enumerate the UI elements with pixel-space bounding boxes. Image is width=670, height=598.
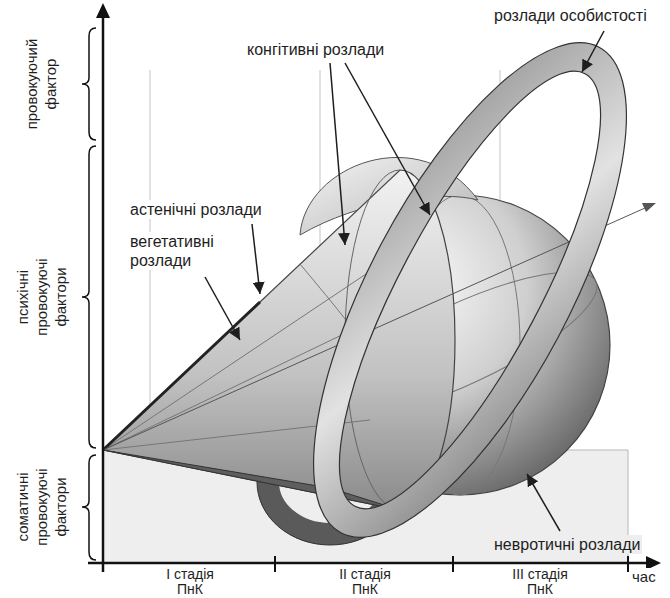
cone-underside — [103, 450, 400, 510]
x-axis — [88, 562, 648, 565]
stage-label: III стадія ПнК — [500, 567, 580, 596]
depth-axis-head — [642, 203, 656, 212]
cone-dark-edge — [103, 302, 260, 450]
callout-label: астенічні розлади — [128, 200, 264, 219]
leader-arrow — [345, 63, 430, 215]
leader-arrow — [252, 224, 260, 294]
axis-range-label: провокуючий фактор — [23, 29, 61, 139]
axis-range-label: психічні провокуючі фактори — [14, 250, 70, 345]
leader-arrow — [527, 474, 560, 531]
ring-band — [253, 0, 670, 580]
callout-label: конгітивні розлади — [245, 40, 386, 59]
callout-label: розлади особистості — [492, 6, 649, 25]
axis-bracket — [82, 146, 96, 448]
leader-arrow — [330, 63, 345, 245]
axis-bracket — [82, 455, 96, 560]
axis-tick — [452, 556, 454, 572]
axis-tick — [274, 556, 276, 572]
y-axis-head — [96, 3, 110, 18]
callout-label: вегетативні розлади — [128, 232, 228, 270]
y-axis — [102, 14, 105, 572]
axis-tick — [627, 556, 629, 572]
stage-label: II стадія ПнК — [325, 567, 405, 596]
stage-label: I стадія ПнК — [150, 567, 230, 596]
axis-name: час — [630, 568, 658, 586]
axis-bracket — [82, 28, 96, 140]
leader-arrow — [582, 31, 604, 72]
axis-range-label: соматичні провокуючі фактори — [14, 460, 70, 555]
leader-arrow — [205, 277, 240, 340]
callout-label: невротичні розлади — [492, 535, 642, 554]
